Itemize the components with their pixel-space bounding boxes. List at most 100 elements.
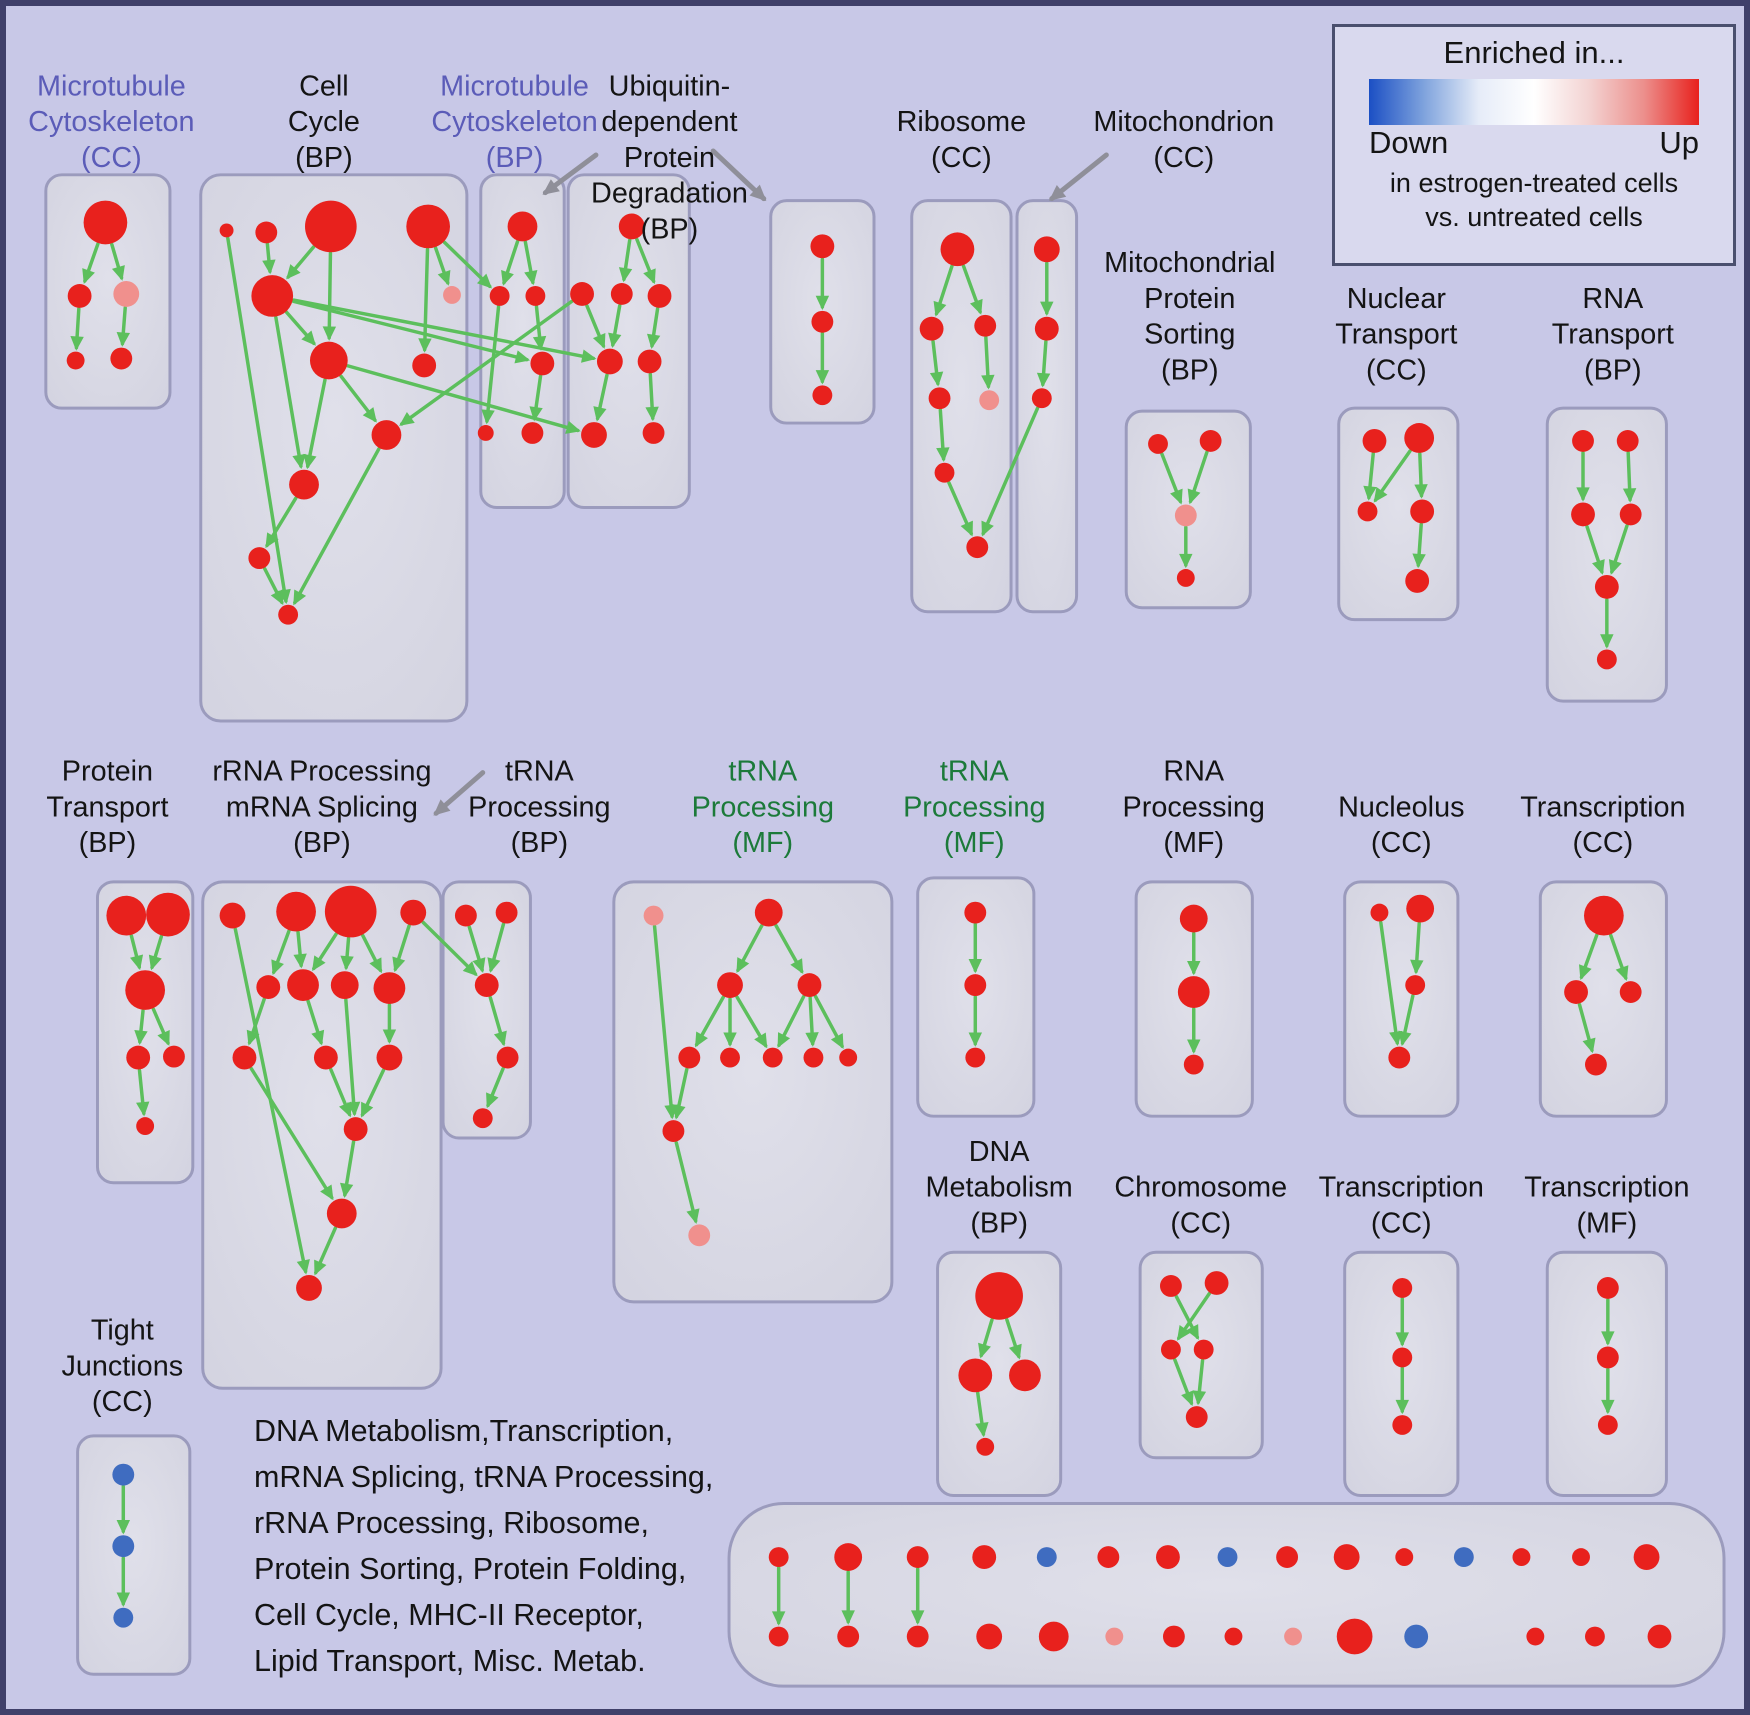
go-term-node-rt4 [1619, 503, 1642, 526]
go-term-node-r3 [974, 314, 997, 337]
go-term-node-tm1 [643, 905, 664, 926]
mixed-cluster-caption: DNA Metabolism,Transcription, mRNA Splic… [254, 1408, 713, 1684]
go-term-node-ub4 [647, 284, 672, 308]
go-term-node-p3 [1174, 504, 1197, 527]
go-term-node-u1 [810, 234, 835, 259]
edge-tm3-tm7 [735, 995, 768, 1049]
edge-rp2-rp6 [293, 930, 307, 969]
edge-tc2-tc4 [1577, 1002, 1596, 1054]
go-term-node-tb3 [474, 973, 499, 998]
edge-ub2-ub5 [585, 304, 606, 349]
go-term-node-rp9 [232, 1045, 257, 1070]
edge-ch4-ch5 [1192, 1358, 1207, 1406]
edge-ch1-ch4 [1174, 1294, 1200, 1341]
caption-line: DNA Metabolism,Transcription, [254, 1414, 674, 1448]
go-term-node-b3b [906, 1625, 929, 1648]
go-term-node-rp5 [256, 975, 281, 1000]
go-term-node-b4t [972, 1545, 997, 1569]
go-term-node-b12t [1453, 1547, 1474, 1568]
go-term-node-b2t [834, 1543, 863, 1571]
cluster-box-nucleolus-cc [1343, 880, 1460, 1118]
edge-rp11-rp12 [360, 1068, 386, 1118]
go-term-node-dm2 [958, 1358, 993, 1393]
caption-line: Protein Sorting, Protein Folding, [254, 1552, 687, 1586]
edge-tm2-tm4 [774, 923, 804, 975]
go-term-node-b6b [1105, 1627, 1124, 1646]
go-term-node-rp7 [330, 971, 359, 1000]
edge-nt2-nt4 [1414, 452, 1428, 499]
go-term-node-tc4 [1584, 1053, 1607, 1076]
go-term-node-pt6 [136, 1117, 155, 1136]
go-term-node-nc4 [1388, 1046, 1411, 1069]
go-term-node-b14b [1584, 1626, 1605, 1647]
go-term-node-tb4 [496, 1046, 519, 1069]
go-term-node-pt4 [126, 1045, 151, 1070]
go-term-node-ub1 [618, 213, 645, 240]
edge-mb2-mb5 [481, 305, 501, 425]
edge-pt3-pt5 [151, 1007, 170, 1046]
cluster-label-mitochondrion-cc: Mitochondrion(CC) [1093, 106, 1274, 174]
go-term-node-b5t [1036, 1547, 1057, 1568]
go-term-node-rp10 [313, 1045, 338, 1070]
edge-mb4-mb6 [529, 374, 543, 422]
go-term-node-w2 [1596, 1346, 1619, 1369]
edge-rp4-rp8 [392, 924, 411, 973]
go-term-node-rt2 [1616, 430, 1639, 452]
edge-tc1-tc3 [1609, 933, 1629, 982]
edge-tb4-tb5 [486, 1066, 505, 1109]
cluster-label-transcription-mf: Transcription(MF) [1524, 1172, 1689, 1240]
go-term-node-mb1 [507, 211, 538, 242]
edge-rp2-rp5 [271, 929, 291, 976]
go-term-node-rt3 [1571, 502, 1595, 527]
go-term-node-cc2 [255, 221, 278, 244]
edge-cc2-cc5 [262, 242, 276, 275]
go-term-node-b9b [1284, 1627, 1302, 1646]
cluster-box-microtubule-cytoskeleton-bp [479, 173, 566, 509]
go-term-node-b8b [1224, 1627, 1243, 1646]
edge-cc5-mb4 [291, 299, 531, 364]
go-term-node-rp6 [287, 969, 319, 1001]
go-term-node-tc2 [1564, 980, 1588, 1004]
cluster-label-ribosome-cc: Ribosome(CC) [897, 106, 1027, 174]
go-term-node-nt5 [1405, 569, 1430, 593]
edge-mc1-mc2 [82, 242, 100, 284]
cluster-box-nuclear-transport-cc [1337, 406, 1460, 622]
edge-cc5-cc7 [284, 310, 316, 346]
go-term-node-ch3 [1160, 1339, 1181, 1360]
edges-layer [70, 236, 1637, 1626]
go-term-node-cc7 [309, 341, 348, 380]
go-term-node-j3 [113, 1607, 134, 1628]
edge-cc3-cc7 [322, 251, 337, 341]
go-term-node-ts2 [964, 974, 987, 997]
annotation-arrows-layer [433, 148, 1109, 816]
edge-mb1-mb3 [523, 240, 538, 286]
edge-nt1-nt3 [1363, 452, 1377, 501]
edge-ub1-ub4 [635, 237, 656, 285]
go-term-node-mc2 [67, 284, 92, 308]
legend-subtitle-line2: vs. untreated cells [1425, 202, 1643, 232]
edge-mb1-mb2 [501, 239, 520, 286]
go-term-node-tc1 [1584, 895, 1624, 936]
go-term-node-rp4 [400, 899, 427, 926]
go-term-node-b1b [768, 1626, 789, 1647]
edge-r1-r3 [961, 264, 983, 315]
go-term-node-tm9 [839, 1048, 858, 1067]
go-term-node-m1 [1033, 236, 1060, 263]
go-term-node-rp8 [373, 972, 406, 1004]
edge-rt3-rt5 [1585, 524, 1605, 575]
edge-ub3-ub5 [608, 303, 622, 349]
edge-tm5-tm10 [672, 1067, 689, 1120]
go-term-node-pt3 [125, 970, 166, 1010]
go-term-node-b11b [1404, 1624, 1429, 1649]
go-term-node-dm4 [976, 1437, 995, 1456]
edge-m3-r7 [981, 406, 1040, 537]
go-term-node-pt5 [163, 1045, 185, 1068]
edge-r4-r6 [936, 408, 950, 463]
caption-line: Cell Cycle, MHC-II Receptor, [254, 1598, 644, 1632]
